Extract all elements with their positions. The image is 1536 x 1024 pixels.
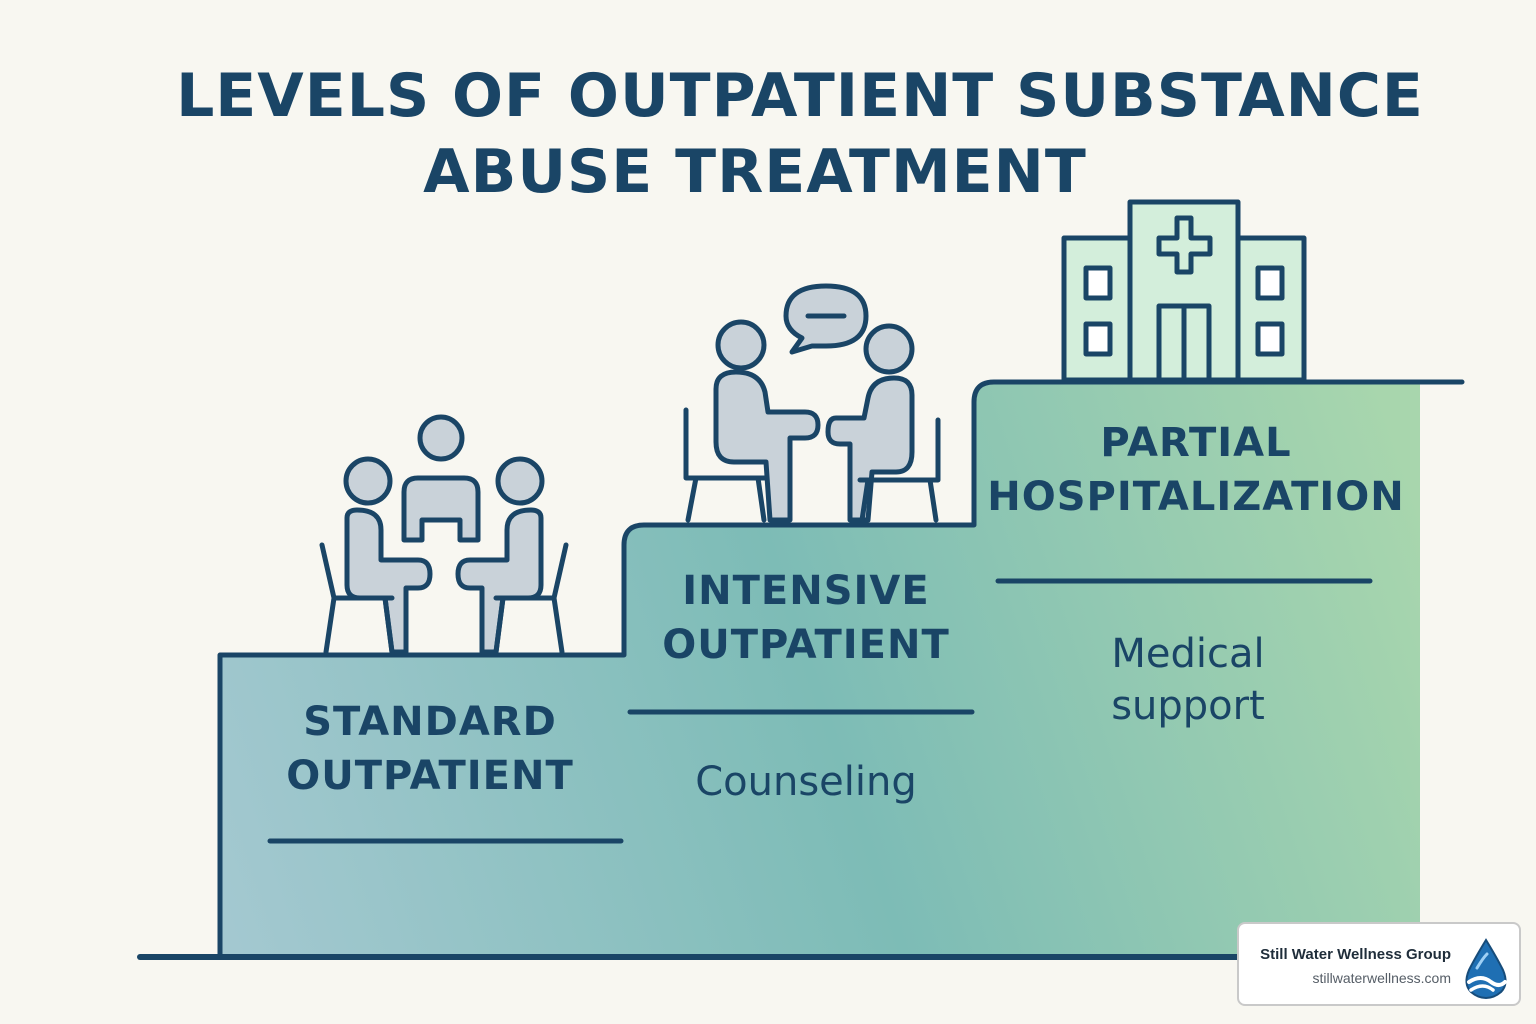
step-label-standard-outpatient: STANDARD OUTPATIENT [250,695,610,803]
title-line-2: ABUSE TREATMENT [423,137,1087,207]
step-3-description-line-1: Medical [1111,631,1265,677]
hospital-icon [1061,199,1307,383]
step-3-label-line-2: HOSPITALIZATION [987,474,1405,520]
step-1-label-line-2: OUTPATIENT [286,753,574,799]
staircase-steps [220,382,1420,955]
step-3-description-line-2: support [1111,683,1265,729]
brand-badge[interactable]: Still Water Wellness Group stillwaterwel… [1237,922,1521,1006]
water-drop-icon [1465,938,1507,1000]
step-label-partial-hospitalization: PARTIAL HOSPITALIZATION [976,416,1416,524]
brand-url[interactable]: stillwaterwellness.com [1312,970,1451,986]
title-line-1: LEVELS OF OUTPATIENT SUBSTANCE [176,61,1424,131]
page-title: LEVELS OF OUTPATIENT SUBSTANCE ABUSE TRE… [0,58,1536,210]
counseling-icon [683,283,941,523]
step-3-label-line-1: PARTIAL [1100,420,1292,466]
step-2-label-line-1: INTENSIVE [682,568,930,614]
staircase-outline [217,379,1465,958]
step-1-label-line-1: STANDARD [303,699,557,745]
step-2-label-line-2: OUTPATIENT [662,622,950,668]
group-therapy-icon [319,414,569,655]
step-label-intensive-outpatient: INTENSIVE OUTPATIENT [626,564,986,672]
brand-name: Still Water Wellness Group [1260,946,1451,963]
step-2-description: Counseling [626,756,986,808]
step-2-description-text: Counseling [695,759,917,805]
step-3-description: Medical support [1008,628,1368,732]
